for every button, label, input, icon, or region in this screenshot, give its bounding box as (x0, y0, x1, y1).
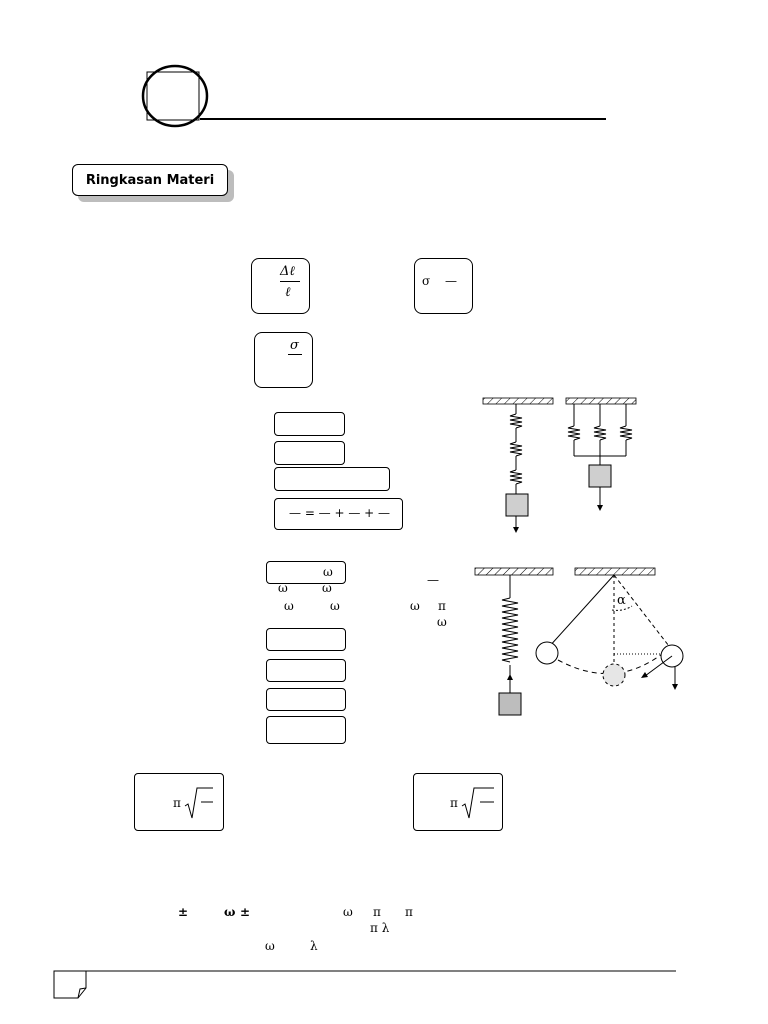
pi-symbol: π (450, 796, 458, 810)
fraction-dash: — (427, 573, 439, 587)
sqrt-icon (184, 787, 213, 819)
omega-symbol: ω (284, 599, 294, 613)
omega-symbol: ω (322, 581, 332, 595)
shm-formula-box-2 (266, 628, 346, 651)
pi-symbol: π (438, 599, 446, 613)
series-spring-formula: — = — + — + — (274, 498, 403, 530)
spring-formula-1 (274, 412, 345, 436)
fraction-bar (280, 281, 300, 282)
lambda-symbol: λ (310, 939, 318, 953)
pi-symbol: π (405, 905, 413, 919)
strain-numerator: Δℓ (280, 264, 295, 279)
spring-period-formula: π (134, 773, 224, 831)
pi-symbol: π (373, 905, 381, 919)
shm-formula-box-3 (266, 659, 346, 682)
sqrt-icon (461, 787, 494, 819)
fraction-bar (288, 354, 302, 355)
omega-symbol: ω (437, 615, 447, 629)
pi-symbol: π (173, 796, 181, 810)
omega-symbol: ω (330, 599, 340, 613)
omega-symbol: ω (410, 599, 420, 613)
stress-symbol: σ (422, 274, 431, 288)
strain-denominator: ℓ (285, 285, 291, 300)
omega-symbol: ω (224, 905, 236, 919)
shm-formula-box-5 (266, 716, 346, 744)
pi-lambda-symbol: π λ (370, 921, 390, 935)
omega-symbol: ω (343, 905, 353, 919)
shm-formula-box: ω (266, 561, 346, 584)
spring-formula-3 (274, 467, 390, 491)
modulus-numerator: σ (290, 338, 299, 353)
stress-formula-box: σ — (414, 258, 473, 314)
pendulum-period-formula: π (413, 773, 503, 831)
series-equation: — = — + — + — (289, 506, 391, 520)
omega-symbol: ω (323, 565, 333, 579)
omega-symbol: ω (278, 581, 288, 595)
alpha-symbol: α (617, 593, 626, 608)
omega-symbol: ω (265, 939, 275, 953)
plus-minus-symbol: ± (178, 905, 189, 919)
strain-formula-box: Δℓ ℓ (251, 258, 310, 314)
shm-formula-box-4 (266, 688, 346, 711)
section-label: Ringkasan Materi (72, 164, 228, 196)
plus-minus-symbol: ± (240, 905, 251, 919)
spring-formula-2 (274, 441, 345, 465)
stress-fraction: — (445, 274, 457, 288)
modulus-formula-box: σ (254, 332, 313, 388)
